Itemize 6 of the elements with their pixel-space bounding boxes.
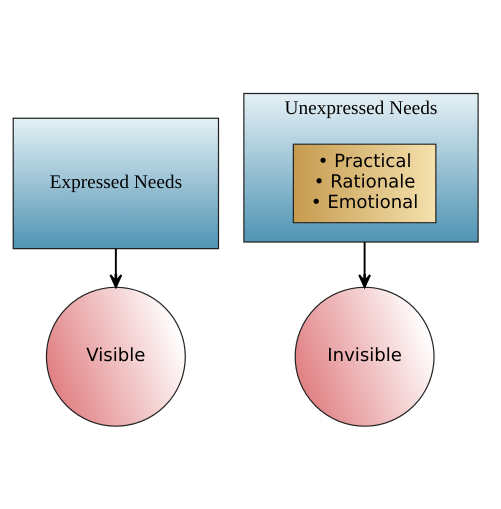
node-circle: Visible bbox=[46, 286, 186, 426]
node-box: Expressed Needs bbox=[12, 117, 220, 249]
node-box: • Practical • Rationale • Emotional bbox=[292, 143, 436, 223]
arrow bbox=[109, 248, 122, 288]
arrow bbox=[358, 242, 371, 288]
node-circle: Invisible bbox=[294, 286, 435, 426]
